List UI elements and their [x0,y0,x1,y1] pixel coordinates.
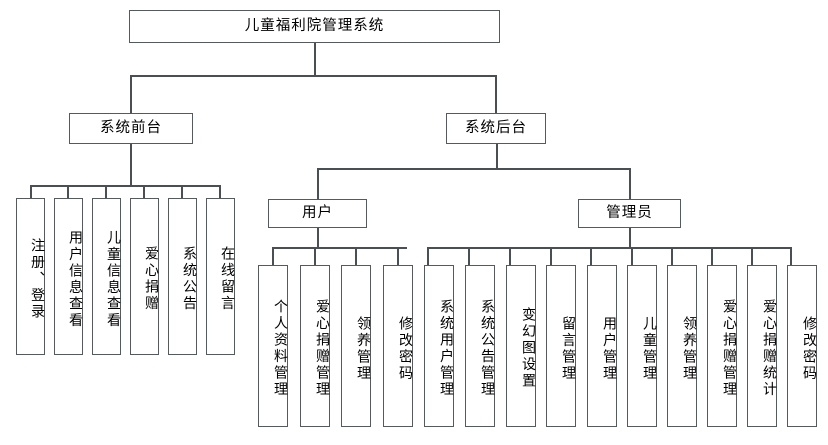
connector-admin-leaf-drop-1 [427,247,429,265]
node-system-frontend[interactable]: 系统前台 [69,113,193,144]
connector-level3-left-drop [317,168,319,199]
leaf-user-3-label: 领养管理 [355,315,371,382]
connector-level2-bus-right [396,75,496,77]
connector-level2-left-drop [130,75,132,113]
leaf-admin-5[interactable]: 用户管理 [587,265,617,427]
leaf-admin-4-label: 留言管理 [560,315,576,382]
connector-admin-leaf-bus [427,247,791,249]
connector-root-down [314,43,316,75]
connector-frontend-leaf-drop-5 [181,185,183,198]
leaf-frontend-2-label: 用户信息查看 [67,229,83,329]
leaf-admin-4[interactable]: 留言管理 [546,265,576,427]
leaf-frontend-5[interactable]: 系统公告 [168,198,197,355]
connector-admin-leaf-drop-6 [631,247,633,265]
connector-frontend-leaf-drop-3 [105,185,107,198]
connector-backend-down [496,144,498,168]
node-root[interactable]: 儿童福利院管理系统 [129,10,500,43]
leaf-frontend-1-label: 注册、登录 [29,237,45,321]
leaf-admin-10-label: 修改密码 [801,315,817,382]
leaf-admin-2[interactable]: 系统公告管理 [465,265,495,427]
connector-level2-bus [130,75,396,77]
leaf-frontend-1[interactable]: 注册、登录 [16,198,45,355]
connector-user-down [317,228,319,247]
leaf-admin-10[interactable]: 修改密码 [787,265,817,427]
connector-frontend-leaf-drop-6 [219,185,221,198]
connector-user-leaf-drop-4 [397,247,399,265]
connector-admin-leaf-drop-8 [711,247,713,265]
node-user-label: 用户 [302,205,333,222]
leaf-admin-8[interactable]: 爱心捐赠管理 [707,265,737,427]
leaf-admin-6[interactable]: 儿童管理 [627,265,657,427]
leaf-admin-5-label: 用户管理 [601,315,617,382]
leaf-frontend-3[interactable]: 儿童信息查看 [92,198,121,355]
connector-frontend-leaf-drop-4 [143,185,145,198]
node-admin[interactable]: 管理员 [578,199,681,228]
leaf-admin-2-label: 系统公告管理 [479,299,495,398]
leaf-admin-1[interactable]: 系统用户管理 [424,265,454,427]
connector-admin-leaf-drop-5 [590,247,592,265]
node-system-backend[interactable]: 系统后台 [446,113,546,144]
connector-admin-leaf-drop-3 [509,247,511,265]
leaf-user-1-label: 个人资料管理 [272,299,288,398]
connector-frontend-leaf-drop-2 [67,185,69,198]
leaf-frontend-6-label: 在线留言 [219,246,235,312]
connector-admin-leaf-drop-4 [550,247,552,265]
connector-level3-right-drop [629,168,631,199]
connector-user-leaf-bus [272,247,407,249]
node-system-backend-label: 系统后台 [465,120,527,137]
leaf-user-4-label: 修改密码 [397,315,413,382]
leaf-frontend-3-label: 儿童信息查看 [105,229,121,329]
connector-frontend-leaf-drop-1 [30,185,32,198]
leaf-user-2[interactable]: 爱心捐赠管理 [300,265,330,427]
connector-user-leaf-drop-3 [355,247,357,265]
leaf-user-2-label: 爱心捐赠管理 [314,299,330,398]
leaf-user-4[interactable]: 修改密码 [383,265,413,427]
leaf-admin-7-label: 领养管理 [681,315,697,382]
connector-level3-bus [317,168,630,170]
connector-frontend-leaf-bus [30,185,219,187]
leaf-user-1[interactable]: 个人资料管理 [258,265,288,427]
node-admin-label: 管理员 [606,205,653,222]
leaf-admin-7[interactable]: 领养管理 [667,265,697,427]
connector-user-leaf-drop-1 [272,247,274,265]
leaf-frontend-5-label: 系统公告 [181,246,197,312]
connector-user-leaf-drop-2 [314,247,316,265]
node-user[interactable]: 用户 [268,199,367,228]
connector-admin-leaf-drop-10 [790,247,792,265]
leaf-admin-9-label: 爱心捐赠统计 [761,299,777,398]
leaf-user-3[interactable]: 领养管理 [341,265,371,427]
node-system-frontend-label: 系统前台 [100,120,162,137]
connector-frontend-down [130,144,132,185]
node-root-label: 儿童福利院管理系统 [244,18,385,35]
connector-level2-right-drop [495,75,497,113]
leaf-admin-9[interactable]: 爱心捐赠统计 [747,265,777,427]
leaf-admin-1-label: 系统用户管理 [438,299,454,398]
leaf-frontend-4-label: 爱心捐赠 [143,246,159,312]
connector-admin-leaf-drop-9 [751,247,753,265]
leaf-admin-3-label: 变幻图设置 [520,307,536,390]
connector-admin-down [629,228,631,247]
leaf-admin-8-label: 爱心捐赠管理 [721,299,737,398]
leaf-frontend-2[interactable]: 用户信息查看 [54,198,83,355]
connector-admin-leaf-drop-2 [468,247,470,265]
leaf-admin-6-label: 儿童管理 [641,315,657,382]
leaf-admin-3[interactable]: 变幻图设置 [506,265,536,427]
connector-admin-leaf-drop-7 [671,247,673,265]
leaf-frontend-6[interactable]: 在线留言 [206,198,235,355]
leaf-frontend-4[interactable]: 爱心捐赠 [130,198,159,355]
